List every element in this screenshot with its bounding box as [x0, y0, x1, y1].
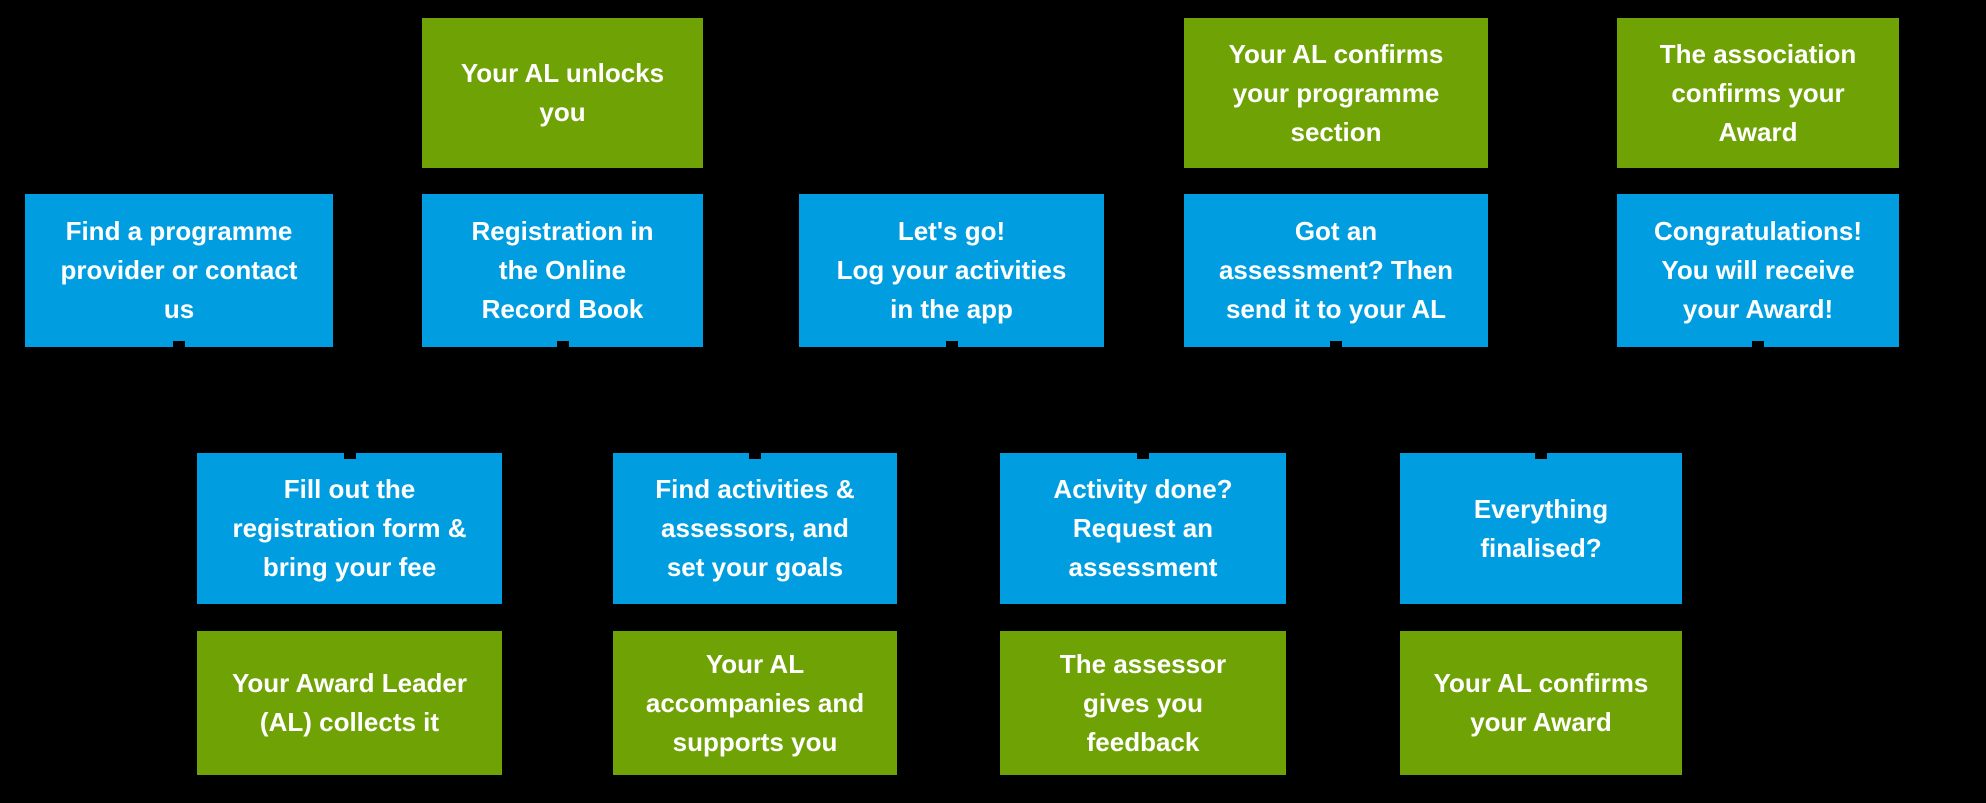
step-al-accompanies-box: Your AL accompanies and supports you — [613, 631, 897, 775]
step-got-assessment-label: Got an assessment? Then send it to your … — [1218, 216, 1454, 324]
step-find-provider-box: Find a programme provider or contact us — [25, 194, 333, 347]
step-find-activities-box: Find activities & assessors, and set you… — [613, 453, 897, 604]
step-congratulations-box: Congratulations! You will receive your A… — [1617, 194, 1899, 347]
step-al-confirms-section-box: Your AL confirms your programme section — [1184, 18, 1488, 168]
step-everything-finalised-label: Everything finalised? — [1473, 493, 1609, 563]
step-congratulations-label: Congratulations! You will receive your A… — [1654, 216, 1862, 324]
step-al-collects-box: Your Award Leader (AL) collects it — [197, 631, 502, 775]
step-fill-out-form-box: Fill out the registration form & bring y… — [197, 453, 502, 604]
connector-arrow-notch — [173, 341, 185, 347]
step-activity-done-box: Activity done? Request an assessment — [1000, 453, 1286, 604]
connector-arrow-notch — [1137, 453, 1149, 459]
connector-arrow-notch — [1535, 453, 1547, 459]
connector-arrow-notch — [945, 341, 958, 347]
step-find-activities-label: Find activities & assessors, and set you… — [655, 474, 855, 582]
step-association-confirms-box: The association confirms your Award — [1617, 18, 1899, 168]
step-al-confirms-award-box: Your AL confirms your Award — [1400, 631, 1682, 775]
connector-arrow-notch — [1752, 341, 1764, 347]
step-assessor-feedback-box: The assessor gives you feedback — [1000, 631, 1286, 775]
step-everything-finalised-box: Everything finalised? — [1400, 453, 1682, 604]
step-lets-go-log-label: Let's go! Log your activities in the app — [836, 216, 1067, 324]
step-lets-go-log-box: Let's go! Log your activities in the app — [799, 194, 1104, 347]
step-activity-done-label: Activity done? Request an assessment — [1053, 474, 1233, 582]
connector-arrow-notch — [343, 453, 356, 459]
step-al-unlocks-box: Your AL unlocks you — [422, 18, 703, 168]
connector-arrow-notch — [556, 341, 569, 347]
connector-arrow-notch — [1330, 341, 1342, 347]
step-fill-out-form-label: Fill out the registration form & bring y… — [232, 474, 467, 582]
step-got-assessment-box: Got an assessment? Then send it to your … — [1184, 194, 1488, 347]
step-registration-orb-label: Registration in the Online Record Book — [471, 216, 654, 324]
step-find-provider-label: Find a programme provider or contact us — [60, 216, 298, 324]
connector-arrow-notch — [749, 453, 761, 459]
step-registration-orb-box: Registration in the Online Record Book — [422, 194, 703, 347]
